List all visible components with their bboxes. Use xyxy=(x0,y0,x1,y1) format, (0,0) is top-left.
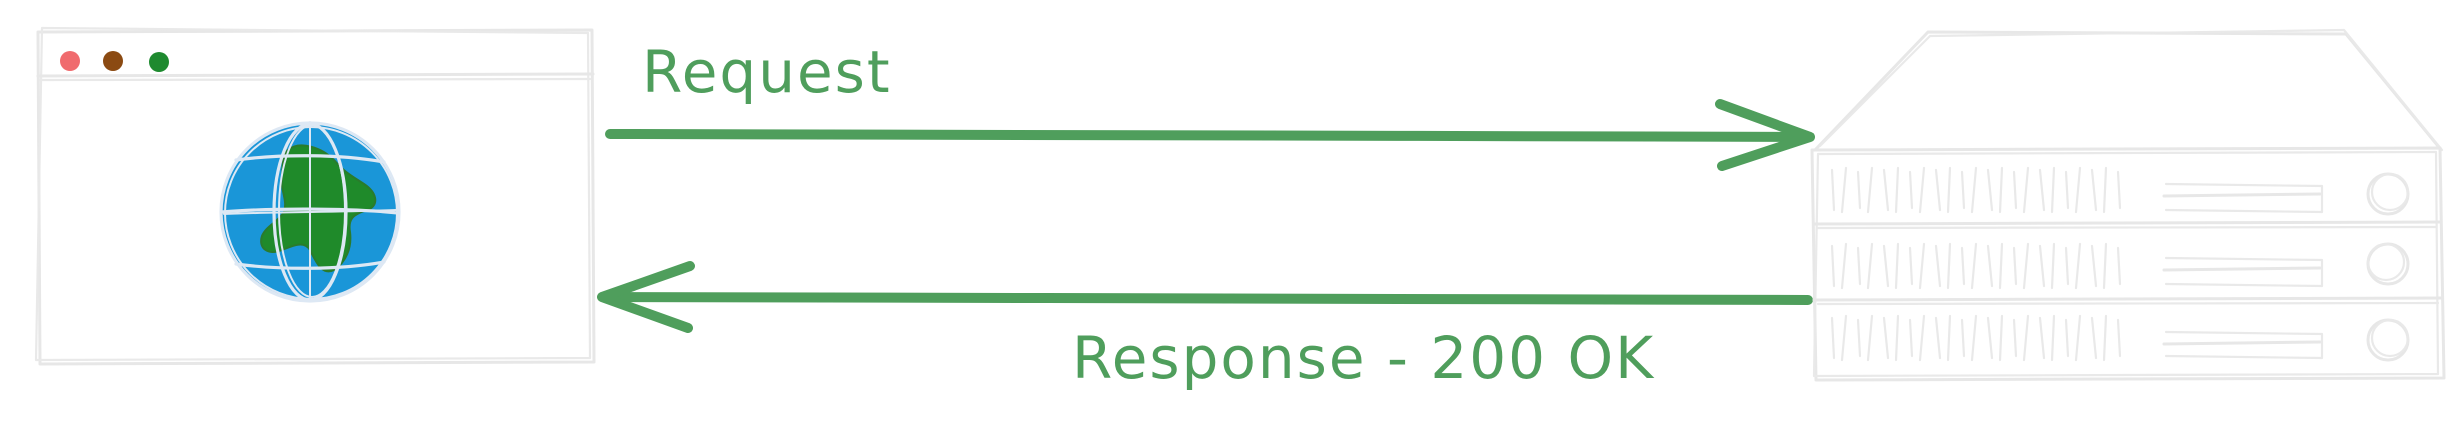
request-arrow-head xyxy=(1715,99,1815,171)
server-rack-icon xyxy=(1810,28,2446,382)
request-arrow-shaft xyxy=(605,129,1813,142)
maximize-dot[interactable] xyxy=(149,52,169,72)
close-dot[interactable] xyxy=(60,51,80,71)
window-controls xyxy=(60,51,169,72)
request-label: Request xyxy=(642,38,892,106)
request-arrow: Request xyxy=(605,38,1815,171)
browser-window xyxy=(34,26,596,366)
minimize-dot[interactable] xyxy=(103,51,123,71)
server-unit-3 xyxy=(1830,314,2410,362)
response-arrow-head xyxy=(597,261,695,333)
server-unit-2 xyxy=(1830,242,2410,290)
server-unit-1 xyxy=(1830,166,2410,216)
response-label: Response - 200 OK xyxy=(1072,324,1655,392)
globe-icon xyxy=(219,121,401,303)
response-arrow-shaft xyxy=(599,292,1813,305)
response-arrow: Response - 200 OK xyxy=(597,261,1813,392)
